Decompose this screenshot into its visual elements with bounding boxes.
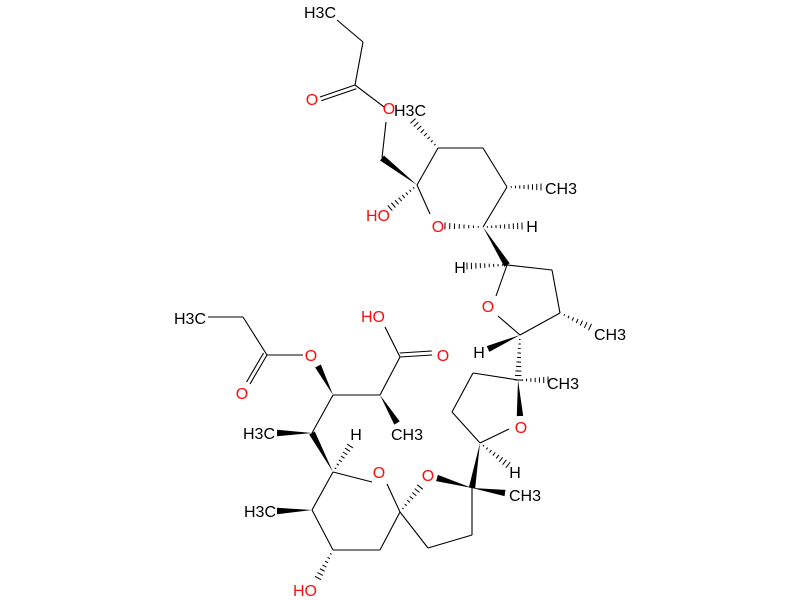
atom-label-o: O xyxy=(515,420,527,437)
atom-label-ho: HO xyxy=(293,583,317,600)
atom-label-ch3: CH3 xyxy=(547,376,579,393)
wedge-bond xyxy=(276,507,312,515)
double-bond xyxy=(321,88,357,102)
single-bond xyxy=(354,84,385,108)
bonds xyxy=(208,19,592,581)
hashed-bond xyxy=(482,444,511,469)
single-bond xyxy=(311,471,334,511)
atom-label-o: O xyxy=(432,219,444,236)
atom-label-o: O xyxy=(422,468,434,485)
single-bond xyxy=(495,264,508,297)
hashed-bond xyxy=(563,313,592,331)
atom-label-h: H xyxy=(454,260,466,277)
wedge-bond xyxy=(483,227,510,267)
single-bond xyxy=(506,264,553,271)
atom-label-ch3: CH3 xyxy=(509,488,541,505)
atom-label-h: H xyxy=(509,465,521,482)
double-bond xyxy=(399,354,433,358)
hashed-bond xyxy=(314,553,332,581)
hashed-bond xyxy=(387,186,415,211)
single-bond xyxy=(379,356,401,396)
hashed-bond xyxy=(466,262,504,270)
single-bond xyxy=(416,184,431,215)
single-bond xyxy=(451,372,474,413)
atom-label-h3c: H3C xyxy=(243,426,275,443)
single-bond xyxy=(472,372,519,381)
single-bond xyxy=(519,312,561,336)
double-bond xyxy=(249,354,268,385)
single-bond xyxy=(386,483,401,513)
single-bond xyxy=(482,186,508,228)
atom-label-ch3: CH3 xyxy=(545,181,577,198)
wedge-bond xyxy=(380,155,417,185)
atom-label-h3c: H3C xyxy=(244,504,276,521)
atom-label-h: H xyxy=(350,427,362,444)
hashed-bond xyxy=(486,222,523,230)
atom-label-o: O xyxy=(437,348,449,365)
single-bond xyxy=(384,326,401,358)
single-bond xyxy=(332,471,373,483)
single-bond xyxy=(354,41,364,86)
wedge-bond xyxy=(468,443,480,489)
atom-label-ho: HO xyxy=(361,309,385,326)
atom-label-o: O xyxy=(306,92,318,109)
atom-label-h: H xyxy=(473,345,485,362)
atom-label-ch3: CH3 xyxy=(594,327,626,344)
wedge-bond xyxy=(436,474,472,488)
single-bond xyxy=(379,511,401,551)
atom-label-o: O xyxy=(305,348,317,365)
atom-label-h3c: H3C xyxy=(394,103,426,120)
hashed-bond xyxy=(334,443,354,470)
wedge-bond xyxy=(277,429,312,437)
single-bond xyxy=(311,509,334,551)
hashed-bond xyxy=(521,376,549,384)
atom-label-o: O xyxy=(383,101,395,118)
atom-label-h3c: H3C xyxy=(174,311,206,328)
double-bond xyxy=(399,350,432,354)
hashed-bond xyxy=(410,118,436,146)
atom-label-o: O xyxy=(373,465,385,482)
wedge-bond xyxy=(309,431,333,472)
atom-label-ho: HO xyxy=(366,208,390,225)
wedge-bond xyxy=(472,488,506,497)
atom-label-o: O xyxy=(236,386,248,403)
single-bond xyxy=(336,19,364,43)
hashed-bond xyxy=(401,484,424,510)
single-bond xyxy=(399,511,429,549)
single-bond xyxy=(451,411,481,444)
atom-label-o: O xyxy=(482,299,494,316)
hashed-bond xyxy=(444,222,479,230)
hashed-bond xyxy=(514,338,522,381)
double-bond xyxy=(246,352,265,383)
single-bond xyxy=(497,315,521,336)
double-bond xyxy=(319,84,356,98)
wedge-bond xyxy=(380,395,400,425)
wedge-bond xyxy=(516,380,524,417)
single-bond xyxy=(551,269,561,314)
atom-label-ch3: CH3 xyxy=(391,427,423,444)
single-bond xyxy=(381,121,387,159)
atom-label-h: H xyxy=(526,219,538,236)
single-bond xyxy=(311,394,334,434)
wedge-bond xyxy=(315,364,333,395)
single-bond xyxy=(416,147,439,186)
single-bond xyxy=(479,428,510,444)
single-bond xyxy=(482,147,508,188)
hashed-bond xyxy=(510,183,542,191)
single-bond xyxy=(242,316,268,356)
atom-label-h3c: H3C xyxy=(304,5,336,22)
single-bond xyxy=(427,534,473,549)
wedge-bond xyxy=(486,335,520,352)
